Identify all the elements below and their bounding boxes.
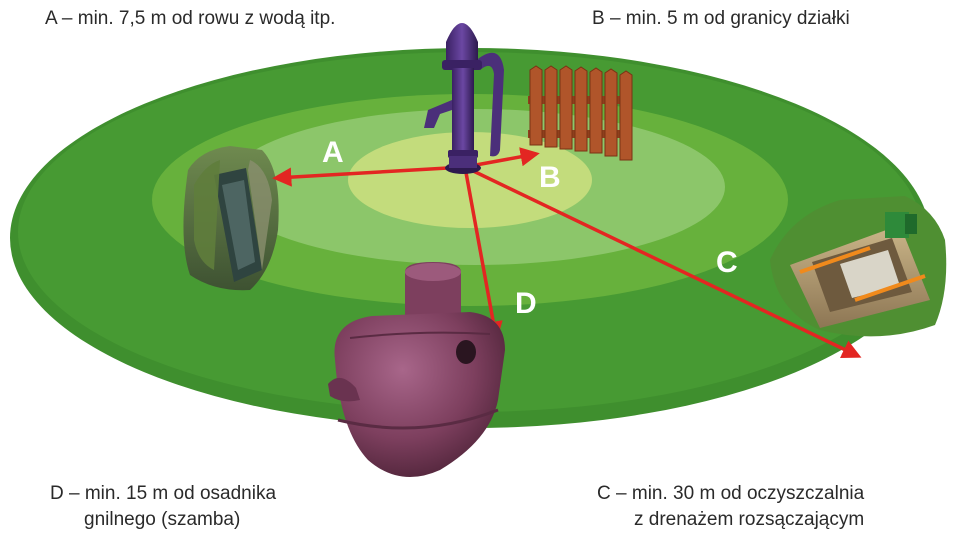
marker-c: C <box>716 246 738 279</box>
caption-d-line2: gnilnego (szamba) <box>84 509 241 530</box>
marker-d: D <box>515 287 537 320</box>
caption-d: D – min. 15 m od osadnika gnilnego (szam… <box>50 481 276 533</box>
caption-a: A – min. 7,5 m od rowu z wodą itp. <box>45 6 335 32</box>
caption-c-line1: C – min. 30 m od oczyszczalnia <box>597 483 865 504</box>
ditch-image <box>183 146 279 291</box>
wooden-fence-icon <box>528 65 633 161</box>
treatment-plant-image <box>770 196 947 337</box>
septic-tank-icon <box>328 262 505 478</box>
water-pump-icon <box>424 23 504 174</box>
caption-b-text: B – min. 5 m od granicy działki <box>592 8 850 29</box>
caption-b: B – min. 5 m od granicy działki <box>592 6 850 32</box>
caption-c-line2: z drenażem rozsączającym <box>634 509 865 530</box>
marker-a: A <box>322 136 344 169</box>
marker-b: B <box>539 161 561 194</box>
caption-a-text: A – min. 7,5 m od rowu z wodą itp. <box>45 8 336 29</box>
arrow-d <box>463 166 503 341</box>
arrow-c <box>464 165 862 358</box>
arrow-a <box>272 165 466 187</box>
caption-d-line1: D – min. 15 m od osadnika <box>50 483 277 504</box>
caption-c: C – min. 30 m od oczyszczalnia z drenaże… <box>590 481 864 533</box>
